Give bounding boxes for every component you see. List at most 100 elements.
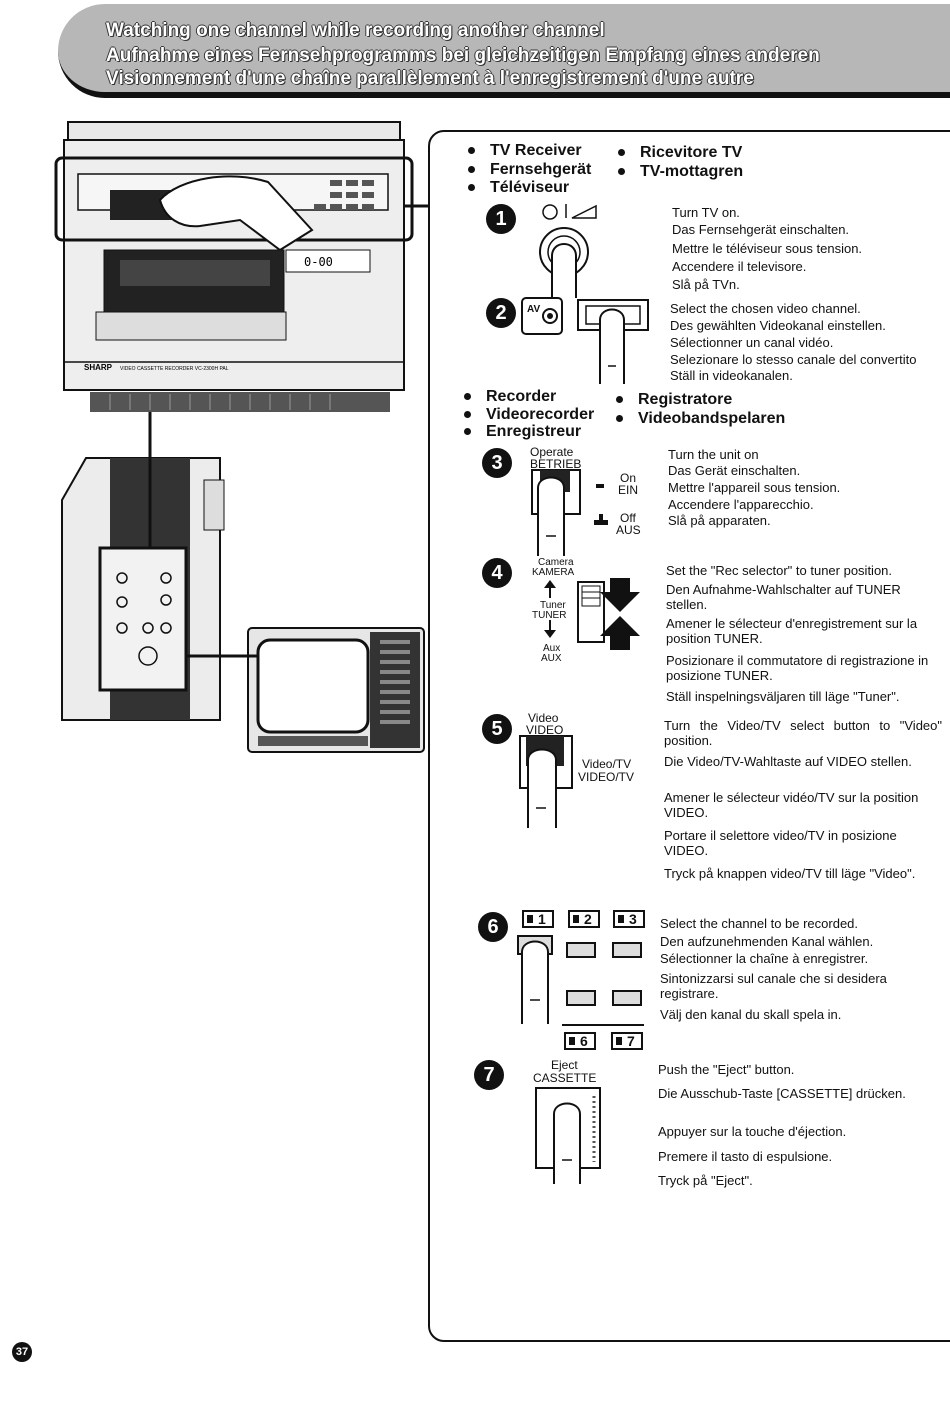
channel-3-button: 3 [613, 910, 645, 928]
av-channel-button-icon [521, 297, 649, 384]
equipment-illustration: 0-00 SHARP VIDEO CASSETTE RECORDER VC-23… [54, 121, 430, 753]
channel-key-4 [566, 990, 596, 1006]
tuner-arrows-icon [544, 580, 556, 638]
step-6-text-en: Select the channel to be recorded. [660, 916, 859, 931]
step-1-text-de: Das Fernsehgerät einschalten. [672, 222, 850, 237]
step-3-text-en: Turn the unit on [668, 447, 759, 462]
step-4-text-it: Posizionare il commutatore di registrazi… [666, 653, 929, 683]
counter-display: 0-00 [304, 255, 333, 269]
step-7-number: 7 [474, 1060, 504, 1090]
step-5-number: 5 [482, 714, 512, 744]
step-6-text-sv: Välj den kanal du skall spela in. [660, 1007, 842, 1022]
tuner-unit-illustration: 0-00 SHARP VIDEO CASSETTE RECORDER VC-23… [54, 121, 414, 412]
television-illustration [247, 627, 425, 753]
step-5-text-de: Die Video/TV-Wahltaste auf VIDEO stellen… [664, 754, 912, 769]
tuner-de-label: TUNER [532, 610, 567, 621]
brand-label: SHARP [84, 363, 113, 372]
channel-row-divider [562, 1024, 644, 1026]
step-3-text-fr: Mettre l'appareil sous tension. [668, 480, 841, 495]
tuner-label: Tuner [540, 600, 566, 611]
tv-label-fr: Téléviseur [467, 179, 570, 196]
camera-label: Camera [538, 557, 574, 568]
step-1-text-fr: Mettre le téléviseur sous tension. [672, 241, 863, 256]
step-1-text-it: Accendere il televisore. [672, 259, 807, 274]
step-5-text-fr: Amener le sélecteur vidéo/TV sur la posi… [664, 790, 919, 820]
step-7-text-en: Push the "Eject" button. [658, 1062, 795, 1077]
step-2-text-fr: Sélectionner un canal vidéo. [670, 335, 834, 350]
channel-7-button: 7 [611, 1032, 643, 1050]
video-tv-label: Video/TV [582, 757, 632, 771]
operate-switch-icon [531, 469, 604, 556]
model-label: VIDEO CASSETTE RECORDER VC-2300H PAL [120, 366, 229, 372]
recorder-label-it: Registratore [615, 391, 733, 408]
channel-1-button: 1 [522, 910, 554, 928]
step-4-text-en: Set the "Rec selector" to tuner position… [666, 563, 893, 578]
step-5-text-en: Turn the Video/TV select button to "Vide… [664, 718, 942, 748]
header-title-fr: Visionnement d'une chaîne parallèlement … [106, 68, 754, 89]
step-1-text-en: Turn TV on. [672, 205, 740, 220]
step-2-text-sv: Ställ in videokanalen. [670, 368, 793, 383]
step-3-text-de: Das Gerät einschalten. [668, 463, 801, 478]
channel-key-3 [612, 942, 642, 958]
step-3-text-sv: Slå på apparaten. [668, 513, 771, 528]
step-2-number: 2 [486, 298, 516, 328]
channel-key-5 [612, 990, 642, 1006]
step-5-text-it: Portare il selettore video/TV in posizio… [664, 828, 897, 858]
av-label: AV [527, 304, 541, 315]
step-6-number: 6 [478, 912, 508, 942]
eject-label: Eject [551, 1058, 578, 1072]
portable-recorder-illustration [61, 457, 225, 721]
recorder-label-en: Recorder [463, 388, 557, 405]
video-tv-button-icon [519, 735, 573, 828]
instruction-panel: TV Receiver Fernsehgerät Téléviseur Rice… [428, 130, 950, 1342]
header-banner: Watching one channel while recording ano… [58, 4, 950, 98]
step-7-text-de: Die Ausschub-Taste [CASSETTE] drücken. [658, 1086, 906, 1101]
rec-selector-switch-icon [577, 578, 640, 650]
step-1-text-sv: Slå på TVn. [672, 277, 740, 292]
step-3-text-it: Accendere l'apparecchio. [668, 497, 814, 512]
step-2-text-de: Des gewählten Videokanal einstellen. [670, 318, 886, 333]
on-label: On [620, 471, 637, 485]
video-de-label: VIDEO [526, 723, 564, 737]
step-3-number: 3 [482, 448, 512, 478]
channel-2-button: 2 [568, 910, 600, 928]
step-2-text-en: Select the chosen video channel. [670, 301, 861, 316]
cassette-label: CASSETTE [533, 1071, 597, 1085]
channel-press-icon [517, 935, 553, 1024]
tv-label-en: TV Receiver [468, 142, 582, 159]
video-tv-de-label: VIDEO/TV [578, 770, 635, 784]
recorder-label-de: Videorecorder [463, 406, 595, 423]
tv-label-de: Fernsehgerät [467, 161, 592, 178]
connection-lines [148, 204, 430, 658]
video-label: Video [528, 711, 559, 725]
step-5-text-sv: Tryck på knappen video/TV till läge "Vid… [664, 866, 916, 881]
kamera-label: KAMERA [532, 567, 575, 578]
step-7-text-sv: Tryck på "Eject". [658, 1173, 753, 1188]
header-title-en: Watching one channel while recording ano… [106, 20, 605, 41]
step-4-text-de: Den Aufnahme-Wahlschalter auf TUNER stel… [666, 582, 901, 612]
channel-6-button: 6 [564, 1032, 596, 1050]
tv-label-sv: TV-mottagren [617, 163, 744, 180]
step-2-text-it: Selezionare lo stesso canale del convert… [670, 352, 917, 367]
step-7-text-it: Premere il tasto di espulsione. [658, 1149, 833, 1164]
tv-label-it: Ricevitore TV [617, 144, 743, 161]
step-4-text-fr: Amener le sélecteur d'enregistrement sur… [666, 616, 918, 646]
power-button-icon [539, 204, 597, 298]
header-title-de: Aufnahme eines Fernsehprogramms bei glei… [106, 45, 820, 66]
betrieb-label: BETRIEB [530, 457, 582, 471]
step-4-number: 4 [482, 558, 512, 588]
ein-label: EIN [618, 483, 639, 497]
step-6-text-it: Sintonizzarsi sul canale che si desidera… [660, 971, 887, 1001]
aux-label: Aux [543, 643, 561, 654]
off-label: Off [620, 511, 636, 525]
operate-label: Operate [530, 445, 574, 459]
recorder-label-fr: Enregistreur [463, 423, 582, 440]
eject-button-icon [535, 1087, 601, 1184]
aus-label: AUS [616, 523, 641, 537]
aux-de-label: AUX [541, 653, 562, 664]
channel-key-2 [566, 942, 596, 958]
step-4-text-sv: Ställ inspelningsväljaren till läge "Tun… [666, 689, 900, 704]
off-indicator-icon [594, 514, 608, 525]
step-6-text-de: Den aufzunehmenden Kanal wählen. [660, 934, 874, 949]
recorder-label-sv: Videobandspelaren [615, 410, 786, 427]
